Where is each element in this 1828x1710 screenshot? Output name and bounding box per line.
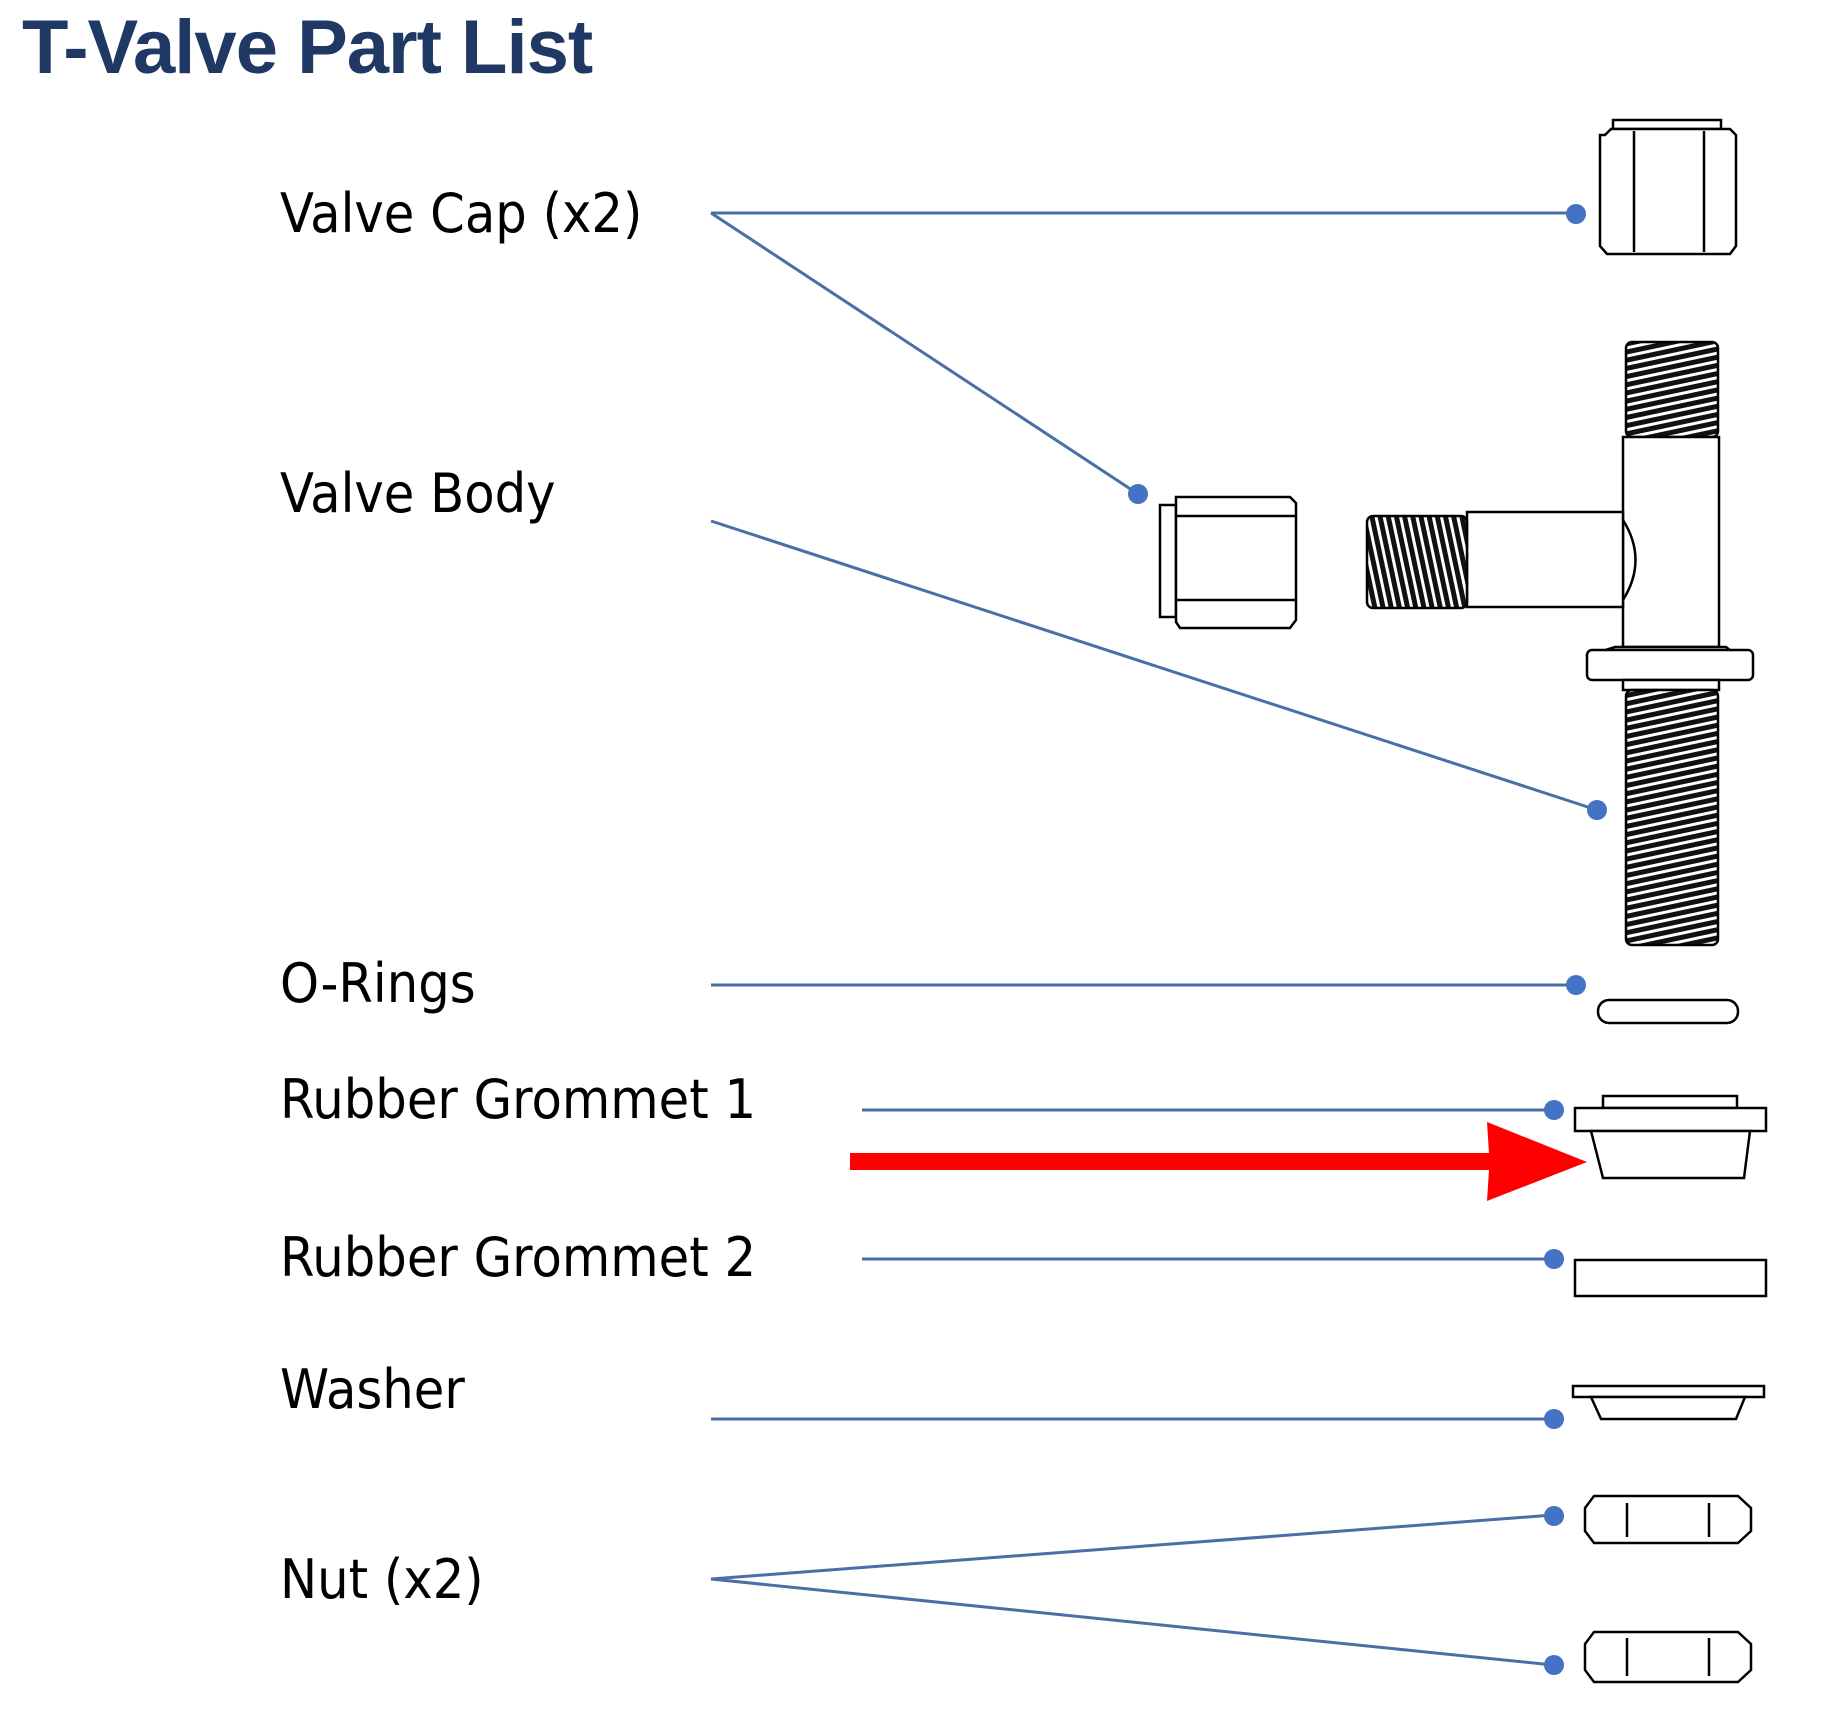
washer-icon xyxy=(1571,1384,1766,1421)
highlight-arrow-icon xyxy=(850,1122,1587,1201)
leader-dot-nut-2 xyxy=(1544,1655,1564,1675)
leader-dot-rubber-grommet-2 xyxy=(1544,1249,1564,1269)
label-rubber-grommet-2: Rubber Grommet 2 xyxy=(280,1226,757,1289)
nut-2-icon xyxy=(1583,1630,1753,1684)
label-rubber-grommet-1: Rubber Grommet 1 xyxy=(280,1068,757,1131)
leader-line-valve-body xyxy=(710,519,1598,812)
leader-dot-nut-1 xyxy=(1544,1506,1564,1526)
valve-cap-side-icon xyxy=(1158,495,1298,630)
valve-cap-top-icon xyxy=(1598,118,1738,256)
o-ring-icon xyxy=(1596,998,1740,1025)
rubber-grommet-2-icon xyxy=(1573,1258,1768,1298)
leader-dot-rubber-grommet-1 xyxy=(1544,1100,1564,1120)
label-washer: Washer xyxy=(280,1358,465,1421)
rubber-grommet-1-icon xyxy=(1573,1094,1768,1180)
page-title: T-Valve Part List xyxy=(22,5,593,90)
label-valve-cap: Valve Cap (x2) xyxy=(280,182,643,245)
label-nut: Nut (x2) xyxy=(280,1548,484,1611)
leader-dot-washer xyxy=(1544,1409,1564,1429)
leader-dot-valve-cap-2 xyxy=(1128,484,1148,504)
leader-dot-valve-body xyxy=(1587,800,1607,820)
nut-1-icon xyxy=(1583,1494,1753,1545)
leader-line-valve-cap-2 xyxy=(710,211,1139,496)
leader-dot-valve-cap-1 xyxy=(1566,204,1586,224)
leader-dot-o-rings xyxy=(1566,975,1586,995)
leader-line-nut-2 xyxy=(710,1577,1554,1667)
label-valve-body: Valve Body xyxy=(280,462,556,525)
valve-body-icon xyxy=(1365,340,1755,947)
leader-line-nut-1 xyxy=(710,1513,1554,1581)
label-o-rings: O-Rings xyxy=(280,952,476,1015)
